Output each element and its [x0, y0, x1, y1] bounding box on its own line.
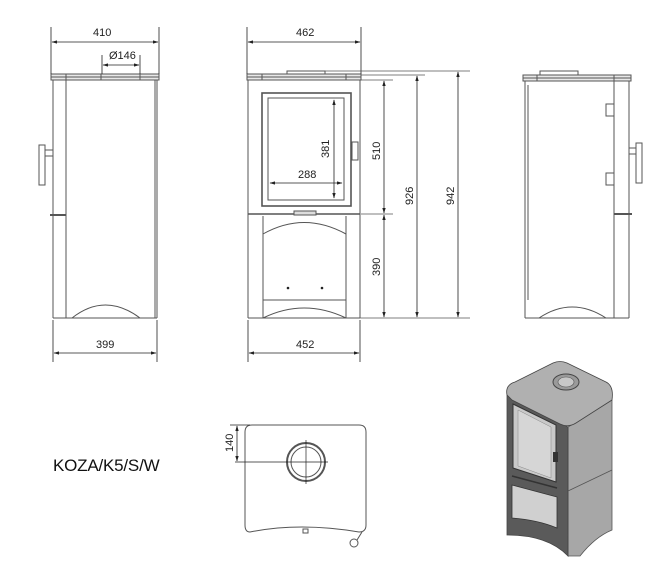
dim-288-label: 288 — [298, 169, 316, 181]
dim-diameter-label: Ø146 — [109, 50, 136, 62]
dim-140-label: 140 — [224, 434, 236, 452]
dimension-410 — [50, 27, 160, 74]
front-view — [246, 70, 362, 319]
dimension-140 — [230, 424, 250, 462]
dim-926-label: 926 — [404, 187, 416, 205]
dim-381-label: 381 — [320, 140, 332, 158]
side-view-right — [522, 70, 643, 319]
side-view-left — [38, 73, 160, 319]
dim-452-label: 452 — [296, 339, 314, 351]
dimension-452 — [247, 320, 361, 362]
top-view — [235, 424, 367, 548]
storage-dot-left — [286, 286, 290, 290]
dim-410-label: 410 — [93, 27, 111, 39]
dim-390-label: 390 — [371, 258, 383, 276]
model-label: KOZA/K5/S/W — [53, 456, 160, 475]
dim-399-label: 399 — [96, 339, 114, 351]
dimension-462 — [246, 27, 362, 74]
dim-942-label: 942 — [445, 187, 457, 205]
stove-3d-render — [506, 361, 613, 557]
dim-462-label: 462 — [296, 27, 314, 39]
storage-dot-right — [320, 286, 324, 290]
dim-510-label: 510 — [371, 142, 383, 160]
dimension-flue-diameter — [101, 55, 141, 74]
dimension-399 — [52, 320, 158, 362]
height-extension-lines — [325, 70, 470, 319]
